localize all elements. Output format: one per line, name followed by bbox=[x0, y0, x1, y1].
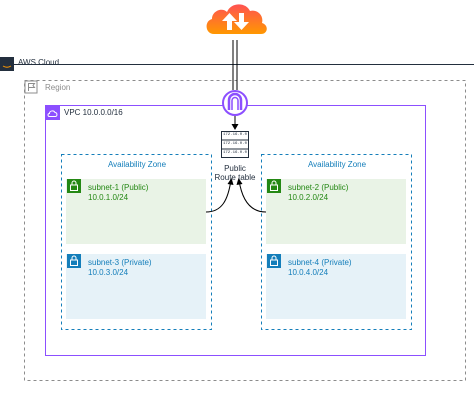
internet-gateway-icon bbox=[222, 90, 248, 116]
region-flag-icon bbox=[24, 80, 38, 94]
subnet-1-cidr: 10.0.1.0/24 bbox=[88, 193, 129, 202]
route-entry: 172.16.0.0 bbox=[222, 142, 247, 146]
availability-zone-label: Availability Zone bbox=[307, 160, 367, 169]
availability-zone-label: Availability Zone bbox=[107, 160, 167, 169]
subnet-3-cidr: 10.0.3.0/24 bbox=[88, 268, 129, 277]
route-entry: 172.16.0.0 bbox=[222, 133, 247, 137]
public-subnet-lock-icon bbox=[267, 179, 281, 193]
route-connector-left bbox=[205, 179, 232, 213]
route-table-title-line1: Public bbox=[224, 164, 246, 173]
region-box[interactable] bbox=[24, 80, 466, 381]
subnet-1-name: subnet-1 (Public) bbox=[88, 183, 149, 192]
subnet-1-box[interactable] bbox=[66, 179, 206, 244]
subnet-4-cidr: 10.0.4.0/24 bbox=[288, 268, 329, 277]
arrow-head bbox=[227, 178, 234, 185]
subnet-4-name: subnet-4 (Private) bbox=[288, 258, 352, 267]
availability-zone-2-box[interactable] bbox=[261, 154, 412, 330]
route-table-title-line2: Route table bbox=[214, 173, 256, 182]
private-subnet-lock-icon bbox=[67, 254, 81, 268]
subnet-2-box[interactable] bbox=[266, 179, 406, 244]
route-entry: 172.16.0.0 bbox=[222, 151, 247, 155]
subnet-3-name: subnet-3 (Private) bbox=[88, 258, 152, 267]
subnet-2-cidr: 10.0.2.0/24 bbox=[288, 193, 329, 202]
route-connector-right bbox=[238, 179, 267, 213]
aws-cloud-label: AWS Cloud bbox=[18, 58, 60, 67]
internet-cloud-icon bbox=[206, 4, 267, 34]
subnet-3-box[interactable] bbox=[66, 254, 206, 319]
subnet-4-box[interactable] bbox=[266, 254, 406, 319]
route-table-icon bbox=[221, 131, 249, 158]
vpc-label: VPC 10.0.0.0/16 bbox=[64, 108, 123, 117]
subnet-2-name: subnet-2 (Public) bbox=[288, 183, 349, 192]
region-label: Region bbox=[45, 83, 71, 92]
public-subnet-lock-icon bbox=[67, 179, 81, 193]
arrow-head bbox=[231, 124, 239, 130]
private-subnet-lock-icon bbox=[267, 254, 281, 268]
aws-logo-icon bbox=[0, 57, 14, 71]
arrow-head bbox=[236, 178, 243, 185]
vpc-icon bbox=[46, 106, 60, 120]
availability-zone-1-box[interactable] bbox=[61, 154, 212, 330]
